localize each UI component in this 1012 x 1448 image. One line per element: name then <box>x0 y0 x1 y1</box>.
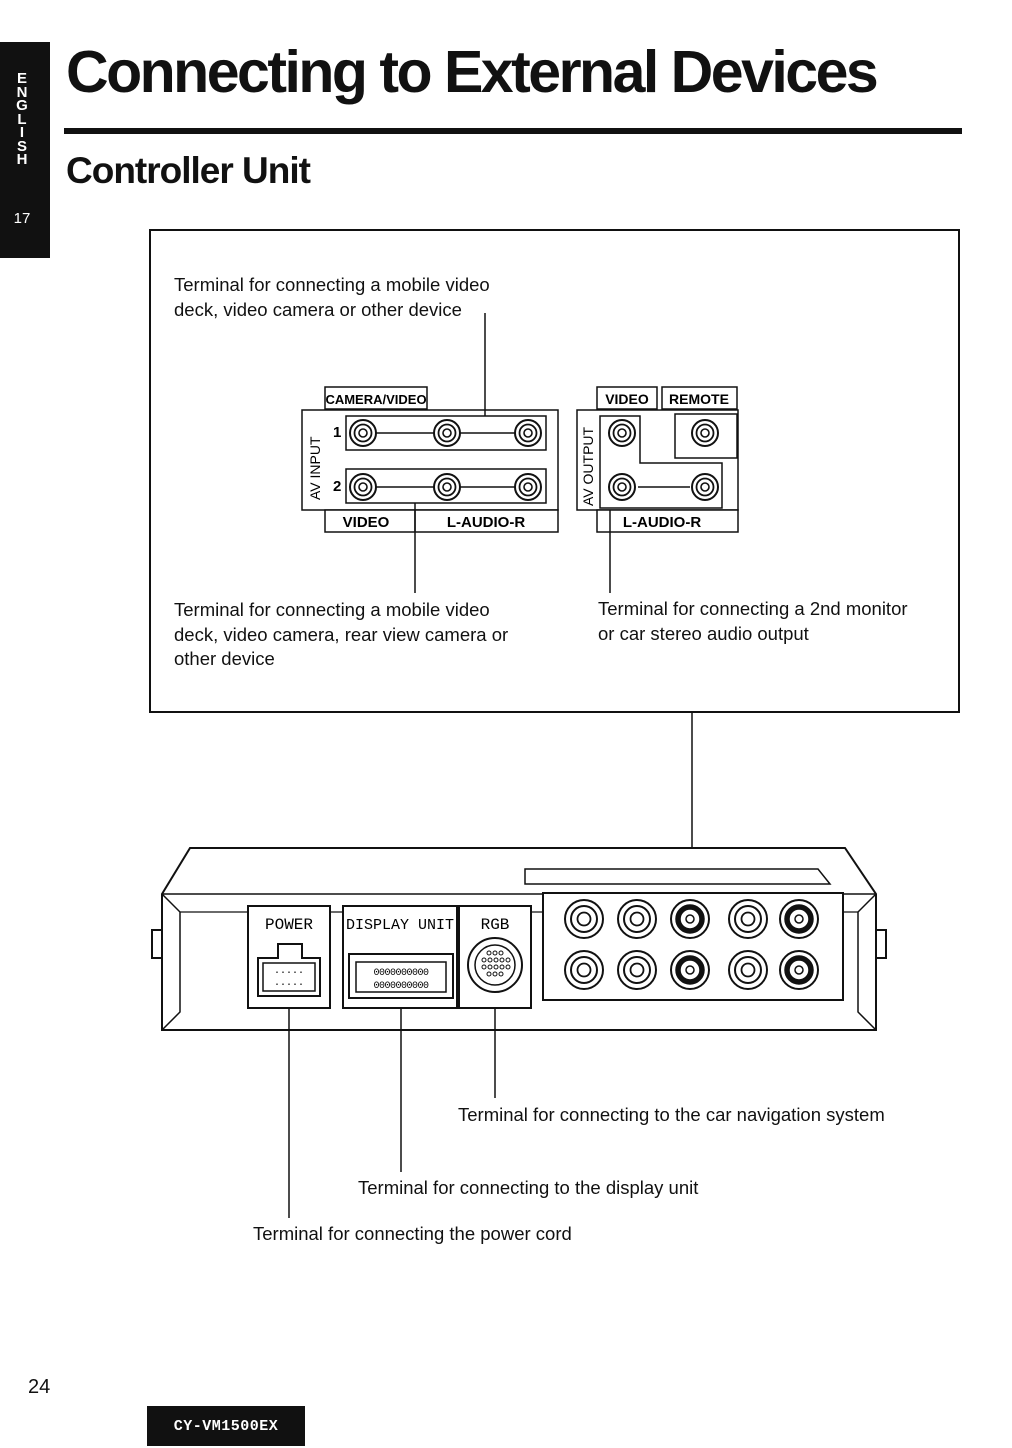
display-pins-top: 0000000000 <box>373 968 429 979</box>
language-letters: E N G L I S H <box>0 70 44 168</box>
language-tab: E N G L I S H 17 <box>0 42 50 258</box>
rgb-label: RGB <box>481 916 510 934</box>
language-letter: S <box>16 137 27 155</box>
av-input-2-audio-l-jack[interactable] <box>433 473 461 501</box>
desc-av-output: Terminal for connecting a 2nd monitor or… <box>598 598 908 644</box>
device-jack-bottom-1[interactable] <box>564 950 604 990</box>
terminal-panel <box>149 229 960 713</box>
av-output-side-label: AV OUTPUT <box>580 426 596 506</box>
av-output-bracket <box>599 415 723 509</box>
section-title: Controller Unit <box>66 150 311 191</box>
rgb-pins <box>481 950 511 977</box>
device-jack-top-4[interactable] <box>728 899 768 939</box>
av-input-audio-label: L-AUDIO-R <box>447 514 525 531</box>
left-mount-tab <box>151 929 162 959</box>
language-letter: L <box>17 110 27 128</box>
av-output-remote-label-box <box>661 386 738 410</box>
av-input-row-1 <box>345 415 547 451</box>
language-letter: N <box>16 83 28 101</box>
av-input-2-video-jack[interactable] <box>349 473 377 501</box>
remote-jack[interactable] <box>691 419 719 447</box>
av-output-audio-label: L-AUDIO-R <box>623 514 701 531</box>
language-letter: G <box>16 97 28 114</box>
desc-top: Terminal for connecting a mobile video d… <box>174 274 490 320</box>
remote-jack-box <box>674 413 738 459</box>
power-pins-top: ····· <box>274 968 304 979</box>
display-unit-label: DISPLAY UNIT <box>346 917 454 934</box>
av-input-side-label: AV INPUT <box>307 436 323 500</box>
right-mount-tab <box>876 929 887 959</box>
language-letter: I <box>19 124 25 141</box>
av-output-audio-l-jack[interactable] <box>608 473 636 501</box>
model-number-badge: CY-VM1500EX <box>147 1406 305 1446</box>
device-jack-bottom-3[interactable] <box>671 951 709 989</box>
av-input-row-2 <box>345 468 547 504</box>
controller-unit: POWER ····· ····· DISPLAY UNIT 000000000… <box>151 847 887 1031</box>
page-number: 24 <box>28 1376 51 1398</box>
camera-video-label: CAMERA/VIDEO <box>325 392 426 407</box>
page-title: Connecting to External Devices <box>66 39 879 105</box>
callout-rgb: Terminal for connecting to the car navig… <box>458 1104 885 1125</box>
av-input-block: CAMERA/VIDEO AV INPUT 1 2 VIDEO L-AUDIO-… <box>301 386 559 533</box>
power-pins-bottom: ····· <box>274 980 304 991</box>
av-input-row-1-number: 1 <box>333 424 341 441</box>
av-output-audio-r-jack[interactable] <box>691 473 719 501</box>
power-port[interactable] <box>257 943 321 997</box>
callout-power: Terminal for connecting the power cord <box>253 1223 572 1244</box>
av-input-row-2-number: 2 <box>333 478 341 495</box>
av-output-block: VIDEO REMOTE AV OUTPUT L-AUDIO-R <box>576 386 739 533</box>
device-jack-bottom-2[interactable] <box>617 950 657 990</box>
device-jack-top-5[interactable] <box>780 900 818 938</box>
camera-video-label-box <box>324 386 428 410</box>
av-output-video-label: VIDEO <box>605 391 649 407</box>
desc-av-input: Terminal for connecting a mobile video d… <box>174 599 509 669</box>
callout-display: Terminal for connecting to the display u… <box>358 1177 699 1198</box>
language-letter: H <box>16 151 28 168</box>
av-input-bottom-label-box <box>324 509 559 533</box>
av-input-2-audio-r-jack[interactable] <box>514 473 542 501</box>
av-output-video-jack[interactable] <box>608 419 636 447</box>
device-jack-bottom-5[interactable] <box>780 951 818 989</box>
av-input-1-audio-l-jack[interactable] <box>433 419 461 447</box>
section-number: 17 <box>13 210 31 227</box>
top-slot <box>524 868 832 885</box>
device-jack-top-2[interactable] <box>617 899 657 939</box>
av-input-1-audio-r-jack[interactable] <box>514 419 542 447</box>
av-input-1-video-jack[interactable] <box>349 419 377 447</box>
device-jack-bottom-4[interactable] <box>728 950 768 990</box>
av-output-bottom-label-box <box>596 509 739 533</box>
device-jack-top-3[interactable] <box>671 900 709 938</box>
display-pins-bottom: 0000000000 <box>373 981 429 992</box>
power-label: POWER <box>265 916 313 934</box>
av-output-video-label-box <box>596 386 658 410</box>
language-letter: E <box>16 70 27 87</box>
av-input-video-label: VIDEO <box>343 514 390 531</box>
device-jack-top-1[interactable] <box>564 899 604 939</box>
title-divider <box>64 128 962 134</box>
av-output-remote-label: REMOTE <box>669 391 729 407</box>
